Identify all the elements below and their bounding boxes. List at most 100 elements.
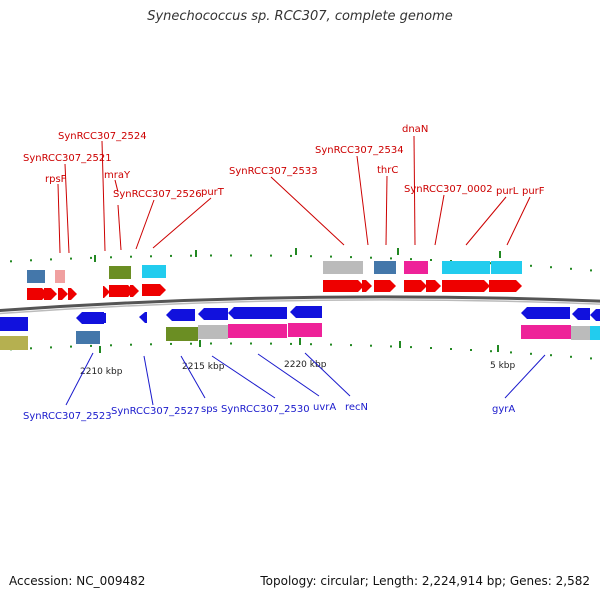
leader-line [465, 196, 507, 246]
cog-box [228, 324, 287, 338]
tick-dot [410, 258, 412, 261]
genome-summary-text: Topology: circular; Length: 2,224,914 bp… [260, 574, 590, 588]
tick-dot [270, 342, 272, 345]
gene-label-recN: recN [345, 402, 368, 413]
leader-line [152, 197, 212, 249]
leader-line [413, 135, 416, 246]
gene-label-rpsF: rpsF [45, 174, 67, 185]
gene-label-gyrA: gyrA [492, 404, 515, 415]
gene-label-purT: purT [201, 187, 225, 198]
gene-label-SynRCC307_2530: SynRCC307_2530 [221, 404, 310, 415]
top-gene-labels: rpsF SynRCC307_2521 SynRCC307_2524 mraY … [23, 124, 545, 200]
tick-dot [230, 342, 232, 345]
gene-label-purL: purL [496, 186, 519, 197]
tick-dot [190, 254, 192, 257]
leader-line [356, 155, 369, 246]
tick-dot [30, 259, 32, 262]
tick-dot [150, 255, 152, 258]
leader-line [434, 194, 445, 246]
cog-box [442, 261, 490, 274]
tick-dot [70, 257, 72, 260]
scale-label: 2215 kbp [182, 362, 225, 372]
tick-dot [270, 254, 272, 257]
gene-label-SynRCC307_2523: SynRCC307_2523 [23, 411, 112, 422]
tick-dot [350, 256, 352, 259]
gene-label-SynRCC307_2527: SynRCC307_2527 [111, 406, 200, 417]
tick-dot [250, 342, 252, 345]
map-title: Synechococcus sp. RCC307, complete genom… [147, 9, 453, 24]
cds-arrow [323, 280, 364, 292]
cds-arrow [228, 307, 287, 319]
leader-line [143, 355, 154, 406]
top-leader-lines [57, 135, 531, 254]
tick-dot [250, 254, 252, 257]
genome-backbone-shadow [0, 299, 600, 315]
tick-dot [570, 267, 572, 270]
cds-arrow [139, 312, 147, 323]
scale-label: 2210 kbp [80, 367, 123, 377]
cds-arrow [374, 280, 396, 292]
tick-dot [50, 258, 52, 261]
cds-arrow [27, 288, 48, 300]
tick-dot [450, 348, 452, 350]
gene-label-purF: purF [522, 186, 545, 197]
tick-dot [330, 255, 332, 258]
tick-dot [310, 255, 312, 258]
tick-dot [110, 344, 112, 347]
tick-dot [550, 354, 552, 357]
tick-marks-bottom-outer [10, 342, 592, 360]
cds-arrow [44, 288, 57, 300]
gene-label-SynRCC307_2526: SynRCC307_2526 [113, 189, 202, 200]
tick-dot [330, 343, 332, 346]
tick-dot [430, 259, 432, 261]
reverse-cds-track [0, 306, 600, 331]
bottom-leader-lines [65, 352, 546, 406]
cds-arrow [290, 306, 322, 318]
tick-dot [390, 257, 392, 260]
gene-label-mraY: mraY [104, 170, 131, 181]
cds-arrow [103, 286, 110, 298]
leader-line [385, 175, 388, 246]
gene-label-dnaN: dnaN [402, 124, 428, 135]
cds-arrow [142, 284, 166, 296]
gene-label-SynRCC307_2534: SynRCC307_2534 [315, 145, 404, 156]
cds-arrow [198, 308, 228, 320]
tick-dot [530, 352, 532, 355]
cds-arrow [572, 308, 590, 320]
cds-arrow [166, 309, 195, 321]
tick-dot [590, 357, 592, 360]
tick-dot [290, 342, 292, 345]
tick-dot [550, 266, 552, 269]
forward-cds-track [27, 280, 522, 300]
leader-line [504, 354, 546, 399]
leader-line [180, 355, 206, 399]
tick-dot [170, 254, 172, 257]
cog-box [76, 331, 100, 344]
tick-dot [470, 349, 472, 351]
cog-box [198, 325, 228, 339]
tick-dot [570, 355, 572, 358]
tick-dot [390, 345, 392, 348]
gene-label-sps: sps [201, 404, 218, 415]
leader-line [114, 179, 119, 193]
tick-dot [210, 254, 212, 257]
leader-line [65, 352, 94, 406]
leader-line [135, 199, 155, 250]
cog-box [323, 261, 363, 274]
tick-dot [70, 345, 72, 348]
cds-arrow [0, 317, 28, 331]
tick-dot [370, 256, 372, 259]
leader-line [117, 204, 122, 251]
tick-dot [350, 344, 352, 347]
cds-arrow [590, 309, 600, 321]
tick-dot [130, 255, 132, 258]
cds-arrow [442, 280, 490, 292]
leader-line [64, 163, 70, 254]
tick-dot [230, 254, 232, 257]
cog-box [521, 325, 571, 339]
cog-box [590, 326, 600, 340]
cds-arrow [58, 288, 68, 300]
cds-arrow [404, 280, 427, 292]
accession-text: Accession: NC_009482 [9, 574, 146, 588]
